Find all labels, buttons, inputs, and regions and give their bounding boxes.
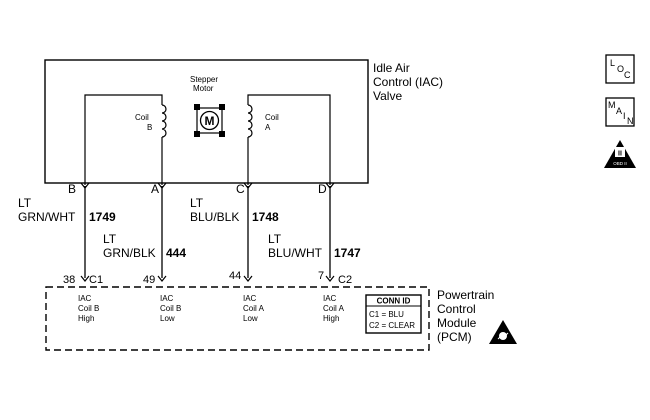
wire-1747-color: BLU/WHT <box>268 246 323 260</box>
loc-icon: L O C <box>605 54 635 84</box>
obd-symbol: II <box>618 151 622 158</box>
connector-c2-label: C2 <box>338 274 352 286</box>
pcm-box <box>45 286 430 351</box>
pcm-connector-chevrons <box>80 275 335 282</box>
conn-id-line2: C2 = CLEAR <box>369 321 415 330</box>
pin-d-label: D <box>318 182 327 196</box>
coil-a-winding <box>247 104 253 138</box>
wire-444-lt: LT <box>103 232 117 246</box>
conn-id-box: CONN ID C1 = BLU C2 = CLEAR <box>365 294 422 334</box>
terminal-2-line1: IAC <box>160 294 174 303</box>
pcm-terminal-coil-a-high: IAC Coil A High <box>323 294 345 323</box>
conn-id-title: CONN ID <box>377 297 411 306</box>
terminal-4-line2: Coil A <box>323 304 345 313</box>
terminal-4-line1: IAC <box>323 294 337 303</box>
wire-1749-circuit: 1749 <box>89 210 116 224</box>
pcm-title-line3: Module <box>437 316 477 330</box>
esd-warning-icon <box>489 320 517 344</box>
stepper-label-line2: Motor <box>193 84 214 93</box>
pcm-pin-38: 38 <box>63 274 75 286</box>
loc-letter-2: O <box>617 64 624 74</box>
connector-c1-label: C1 <box>89 274 103 286</box>
terminal-3-line3: Low <box>243 314 258 323</box>
terminal-1-line3: High <box>78 314 94 323</box>
coil-a-wire-right <box>247 94 331 185</box>
pin-c-label: C <box>236 182 245 196</box>
loc-letter-1: L <box>610 58 615 68</box>
harness-wires <box>84 186 331 278</box>
coil-a-label-line2: A <box>265 123 271 132</box>
main-letter-2: A <box>616 106 622 116</box>
terminal-1-line1: IAC <box>78 294 92 303</box>
main-letter-1: M <box>608 100 616 110</box>
iac-title-line2: Control (IAC) <box>373 75 443 89</box>
pin-a-label: A <box>151 182 159 196</box>
terminal-3-line2: Coil A <box>243 304 265 313</box>
obd-label: OBD II <box>613 161 627 166</box>
iac-title-line1: Idle Air <box>373 61 410 75</box>
wire-1748-color: BLU/BLK <box>190 210 239 224</box>
pin-b-label: B <box>68 182 76 196</box>
pcm-pin-49: 49 <box>143 274 155 286</box>
wire-1748-circuit: 1748 <box>252 210 279 224</box>
iac-valve-box <box>44 59 369 184</box>
main-icon: M A I N <box>605 97 635 127</box>
loc-letter-3: C <box>624 70 631 80</box>
coil-a-label-line1: Coil <box>265 113 279 122</box>
valve-connector-chevrons <box>80 182 335 189</box>
motor-symbol: M <box>194 104 225 137</box>
wire-1749-lt: LT <box>18 196 32 210</box>
terminal-3-line1: IAC <box>243 294 257 303</box>
terminal-4-line3: High <box>323 314 339 323</box>
pcm-terminal-coil-a-low: IAC Coil A Low <box>243 294 265 323</box>
wire-444-color: GRN/BLK <box>103 246 156 260</box>
wire-1749-color: GRN/WHT <box>18 210 76 224</box>
coil-b-winding <box>161 104 167 138</box>
conn-id-line1: C1 = BLU <box>369 310 404 319</box>
motor-symbol-label: M <box>205 114 215 128</box>
terminal-2-line2: Coil B <box>160 304 181 313</box>
coil-b-label-line1: Coil <box>135 113 149 122</box>
pcm-title-line1: Powertrain <box>437 288 494 302</box>
terminal-1-line2: Coil B <box>78 304 99 313</box>
pcm-title-line2: Control <box>437 302 476 316</box>
terminal-2-line3: Low <box>160 314 175 323</box>
pcm-title-line4: (PCM) <box>437 330 472 344</box>
coil-b-label-line2: B <box>147 123 152 132</box>
coil-b-wire-left <box>84 94 163 185</box>
wire-444-circuit: 444 <box>166 246 186 260</box>
pcm-terminal-coil-b-low: IAC Coil B Low <box>160 294 181 323</box>
iac-title-line3: Valve <box>373 89 402 103</box>
pcm-terminal-coil-b-high: IAC Coil B High <box>78 294 99 323</box>
main-letter-3: I <box>623 111 626 121</box>
pcm-pin-44: 44 <box>229 270 241 282</box>
stepper-label-line1: Stepper <box>190 75 218 84</box>
wire-1748-lt: LT <box>190 196 204 210</box>
pcm-pin-7: 7 <box>318 270 324 282</box>
main-letter-4: N <box>627 116 634 126</box>
wire-1747-lt: LT <box>268 232 282 246</box>
obd-ii-icon: II OBD II <box>604 140 636 168</box>
wire-1747-circuit: 1747 <box>334 246 361 260</box>
